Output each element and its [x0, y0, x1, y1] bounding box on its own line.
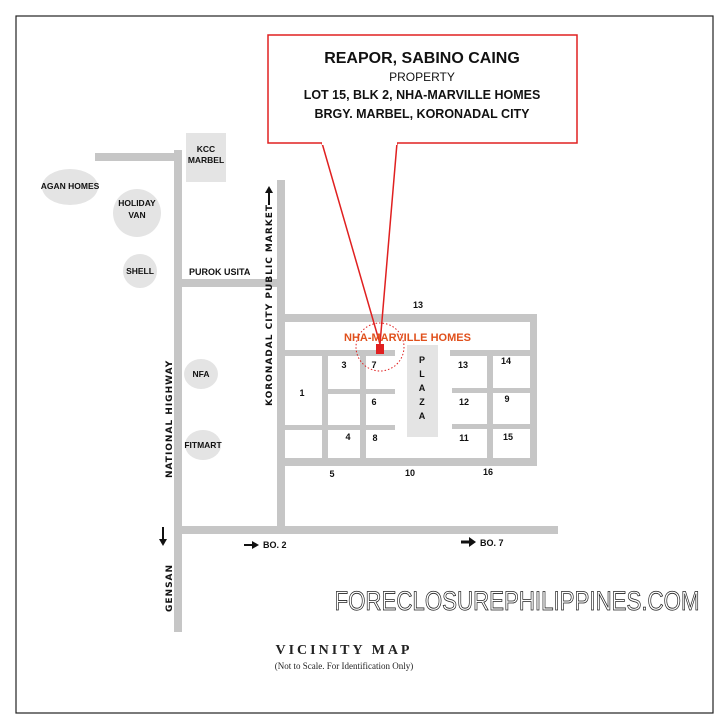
- purok-usita-label: PUROK USITA: [189, 267, 251, 277]
- block-number: 16: [483, 467, 493, 477]
- bo2-label: BO. 2: [263, 540, 287, 550]
- kcc-label: MARBEL: [188, 155, 224, 165]
- road-sub-inner: [487, 350, 493, 462]
- block-number: 10: [405, 468, 415, 478]
- kcc-marbel-building: [186, 133, 226, 182]
- kcc-label: KCC: [197, 144, 215, 154]
- property-callout: [267, 34, 578, 144]
- block-number: 13: [413, 300, 423, 310]
- block-numbers: 13 3 7 1 6 4 8 5 10 13 14 12 9 11 15 16: [299, 300, 513, 479]
- agan-homes-label: AGAN HOMES: [41, 181, 100, 191]
- road-sub-inner: [360, 350, 366, 462]
- block-number: 8: [372, 433, 377, 443]
- national-highway-label: NATIONAL HIGHWAY: [165, 360, 175, 478]
- block-number: 11: [459, 433, 469, 443]
- plaza-label: P L A Z A: [419, 355, 426, 421]
- svg-text:A: A: [419, 411, 426, 421]
- road-sub-inner: [277, 350, 395, 356]
- fitmart-marker: [185, 430, 221, 460]
- plaza-area: [407, 345, 438, 437]
- property-marker: [376, 344, 384, 354]
- road-sub-inner: [452, 424, 535, 429]
- owner-name: REAPOR, SABINO CAING: [324, 50, 520, 67]
- arrow-up-icon: [265, 186, 273, 205]
- road-bottom: [174, 526, 558, 534]
- callout-gap: [322, 140, 397, 145]
- public-market-label: KORONADAL CITY PUBLIC MARKET: [265, 204, 275, 406]
- holiday-van-label: HOLIDAY: [118, 198, 156, 208]
- block-number: 9: [504, 394, 509, 404]
- nfa-label: NFA: [193, 369, 210, 379]
- block-number: 12: [459, 397, 469, 407]
- road-sub-inner: [322, 389, 395, 394]
- gensan-label: GENSAN: [165, 564, 175, 612]
- arrow-right-icon: [461, 537, 476, 547]
- svg-text:L: L: [419, 369, 425, 379]
- road-sub-inner: [322, 350, 328, 462]
- shell-label: SHELL: [126, 266, 154, 276]
- block-number: 5: [329, 469, 334, 479]
- roads: [95, 150, 558, 632]
- shell-marker: [123, 254, 157, 288]
- block-number: 3: [341, 360, 346, 370]
- fitmart-label: FITMART: [184, 440, 222, 450]
- road-top-left: [95, 153, 182, 161]
- block-number: 6: [371, 397, 376, 407]
- map-note: (Not to Scale. For Identification Only): [275, 661, 413, 671]
- holiday-van-marker: [113, 189, 161, 237]
- subdivision-name: NHA-MARVILLE HOMES: [344, 332, 471, 344]
- property-address: BRGY. MARBEL, KORONADAL CITY: [314, 107, 530, 121]
- road-sub-top: [277, 314, 537, 322]
- watermark: FORECLOSUREPHILIPPINES.COM: [335, 586, 700, 616]
- property-highlight-circle: [355, 322, 405, 372]
- block-number: 4: [345, 432, 350, 442]
- road-sub-inner: [452, 388, 535, 393]
- holiday-van-label: VAN: [128, 210, 145, 220]
- property-type: PROPERTY: [389, 70, 455, 84]
- svg-text:Z: Z: [419, 397, 425, 407]
- agan-homes-marker: [42, 169, 98, 205]
- block-number: 14: [501, 356, 511, 366]
- property-lot: LOT 15, BLK 2, NHA-MARVILLE HOMES: [304, 88, 541, 102]
- road-public-market: [277, 180, 285, 534]
- road-sub-bottom: [277, 458, 537, 466]
- svg-text:A: A: [419, 383, 426, 393]
- map-title: VICINITY MAP: [276, 643, 413, 658]
- block-number: 13: [458, 360, 468, 370]
- block-number: 15: [503, 432, 513, 442]
- block-number: 1: [299, 388, 304, 398]
- svg-text:P: P: [419, 355, 425, 365]
- block-number: 7: [371, 360, 376, 370]
- nfa-marker: [184, 359, 218, 389]
- arrow-right-icon: [244, 541, 259, 549]
- road-national-highway: [174, 150, 182, 632]
- arrow-down-icon: [159, 527, 167, 546]
- bo7-label: BO. 7: [480, 538, 504, 548]
- road-sub-inner: [277, 425, 395, 430]
- road-purok-usita: [174, 279, 284, 287]
